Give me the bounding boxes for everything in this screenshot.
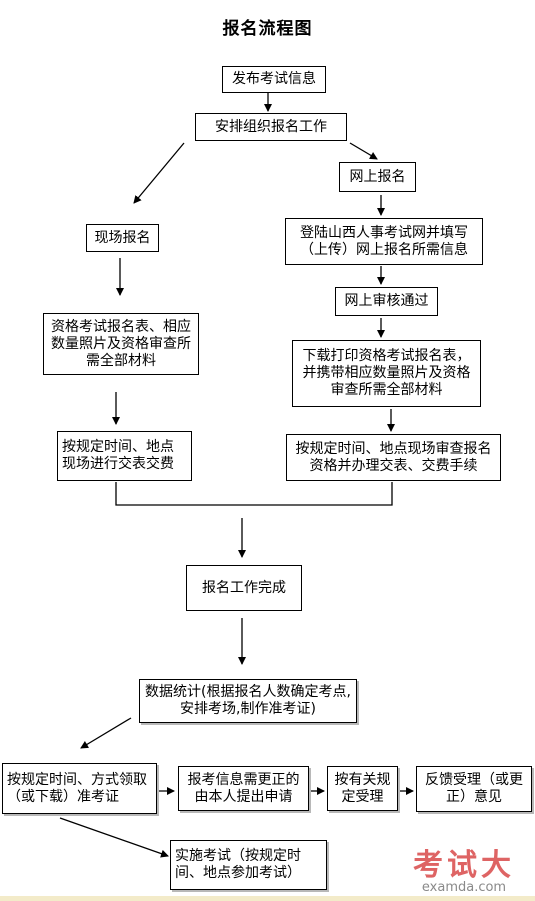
node-download: 下载打印资格考试报名表，并携带相应数量照片及资格审查所需全部材料 bbox=[292, 340, 481, 407]
node-correction: 报考信息需更正的由本人提出申请 bbox=[178, 766, 309, 811]
edge-merge bbox=[115, 482, 393, 506]
node-exam: 实施考试（按规定时间、地点参加考试） bbox=[170, 840, 327, 890]
edge-ticket-exam bbox=[59, 817, 169, 858]
node-complete-label: 报名工作完成 bbox=[202, 579, 286, 596]
node-publish-label: 发布考试信息 bbox=[232, 71, 316, 87]
node-pay-onsite-label: 按规定时间、地点现场进行交表交费 bbox=[62, 439, 174, 472]
node-review: 网上审核通过 bbox=[335, 287, 438, 316]
footer-strip bbox=[0, 896, 535, 901]
watermark-url: examda.com bbox=[421, 880, 507, 895]
node-feedback: 反馈受理（或更正）意见 bbox=[416, 766, 532, 812]
node-accept-label: 按有关规定受理 bbox=[334, 771, 391, 805]
node-exam-label: 实施考试（按规定时间、地点参加考试） bbox=[175, 848, 301, 881]
node-correction-label: 报考信息需更正的由本人提出申请 bbox=[187, 771, 300, 805]
edge-arrange-onsite bbox=[133, 142, 185, 204]
node-online-label: 网上报名 bbox=[349, 168, 406, 185]
node-materials-onsite: 资格考试报名表、相应数量照片及资格审查所需全部材料 bbox=[43, 313, 199, 375]
node-onsite-label: 现场报名 bbox=[94, 229, 151, 246]
edge-stats-ticket bbox=[80, 717, 132, 749]
node-materials-onsite-label: 资格考试报名表、相应数量照片及资格审查所需全部材料 bbox=[51, 318, 191, 369]
node-publish: 发布考试信息 bbox=[222, 66, 326, 93]
node-download-label: 下载打印资格考试报名表，并携带相应数量照片及资格审查所需全部材料 bbox=[302, 348, 471, 398]
node-stats-label: 数据统计(根据报名人数确定考点,安排考场,制作准考证) bbox=[145, 684, 351, 717]
node-login-label: 登陆山西人事考试网并填写（上传）网上报名所需信息 bbox=[300, 224, 468, 258]
node-login: 登陆山西人事考试网并填写（上传）网上报名所需信息 bbox=[285, 218, 483, 265]
node-feedback-label: 反馈受理（或更正）意见 bbox=[425, 772, 523, 805]
node-stats: 数据统计(根据报名人数确定考点,安排考场,制作准考证) bbox=[139, 679, 357, 723]
node-pay-online-label: 按规定时间、地点现场审查报名资格并办理交表、交费手续 bbox=[295, 440, 492, 474]
node-ticket: 按规定时间、方式领取（或下载）准考证 bbox=[2, 763, 157, 814]
watermark-logo-text: 考试大 bbox=[413, 848, 515, 883]
watermark-logo: 考试大 examda.com bbox=[405, 840, 523, 898]
page-title: 报名流程图 bbox=[222, 19, 313, 39]
node-ticket-label: 按规定时间、方式领取（或下载）准考证 bbox=[7, 771, 147, 805]
node-online: 网上报名 bbox=[339, 162, 416, 192]
node-arrange: 安排组织报名工作 bbox=[195, 113, 347, 141]
node-accept: 按有关规定受理 bbox=[327, 766, 398, 811]
edge-arrange-online bbox=[349, 142, 378, 160]
node-arrange-label: 安排组织报名工作 bbox=[215, 118, 327, 135]
node-review-label: 网上审核通过 bbox=[344, 293, 429, 309]
node-complete: 报名工作完成 bbox=[186, 565, 302, 611]
node-pay-onsite: 按规定时间、地点现场进行交表交费 bbox=[57, 431, 192, 481]
node-pay-online: 按规定时间、地点现场审查报名资格并办理交表、交费手续 bbox=[286, 434, 501, 481]
node-onsite: 现场报名 bbox=[86, 224, 159, 252]
